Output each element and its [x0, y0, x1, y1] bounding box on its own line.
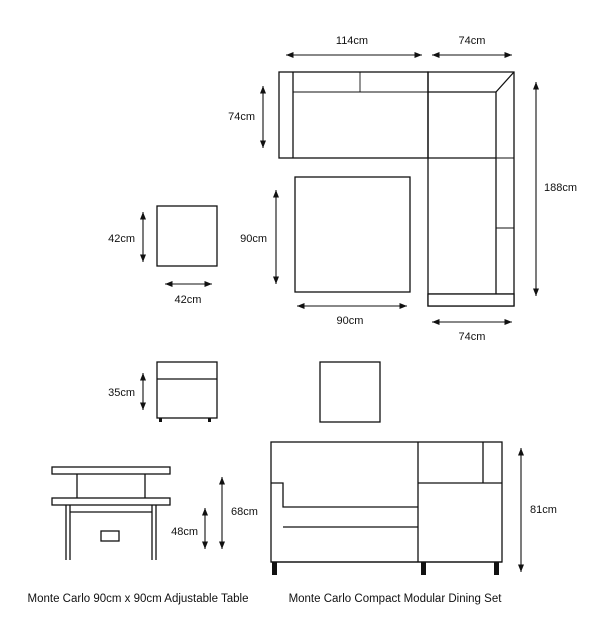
label-sofa-depth: 74cm — [228, 111, 255, 123]
label-corner-width: 74cm — [459, 35, 486, 47]
label-sofa-height: 81cm — [530, 504, 557, 516]
label-table-width: 90cm — [337, 315, 364, 327]
label-table-high: 68cm — [231, 506, 258, 518]
label-sofa-width: 114cm — [336, 35, 368, 47]
stool-front-view — [156, 361, 218, 422]
label-table-depth: 90cm — [240, 233, 267, 245]
stool-top-square — [319, 361, 381, 423]
stool-top-view — [156, 205, 218, 267]
label-total-length: 188cm — [544, 182, 577, 194]
label-stool-height: 35cm — [108, 387, 135, 399]
corner-sofa-top-view — [278, 71, 515, 307]
caption-adjustable-table: Monte Carlo 90cm x 90cm Adjustable Table — [28, 593, 249, 605]
adjustable-table-front-view — [51, 466, 171, 560]
label-stool-width: 42cm — [175, 294, 202, 306]
label-stool-depth: 42cm — [108, 233, 135, 245]
dimension-arrows-top — [139, 51, 540, 326]
table-top-view — [294, 176, 411, 293]
caption-dining-set: Monte Carlo Compact Modular Dining Set — [289, 593, 503, 605]
corner-sofa-front-view — [270, 441, 503, 575]
label-chaise-width: 74cm — [459, 331, 486, 343]
label-table-low: 48cm — [171, 526, 198, 538]
